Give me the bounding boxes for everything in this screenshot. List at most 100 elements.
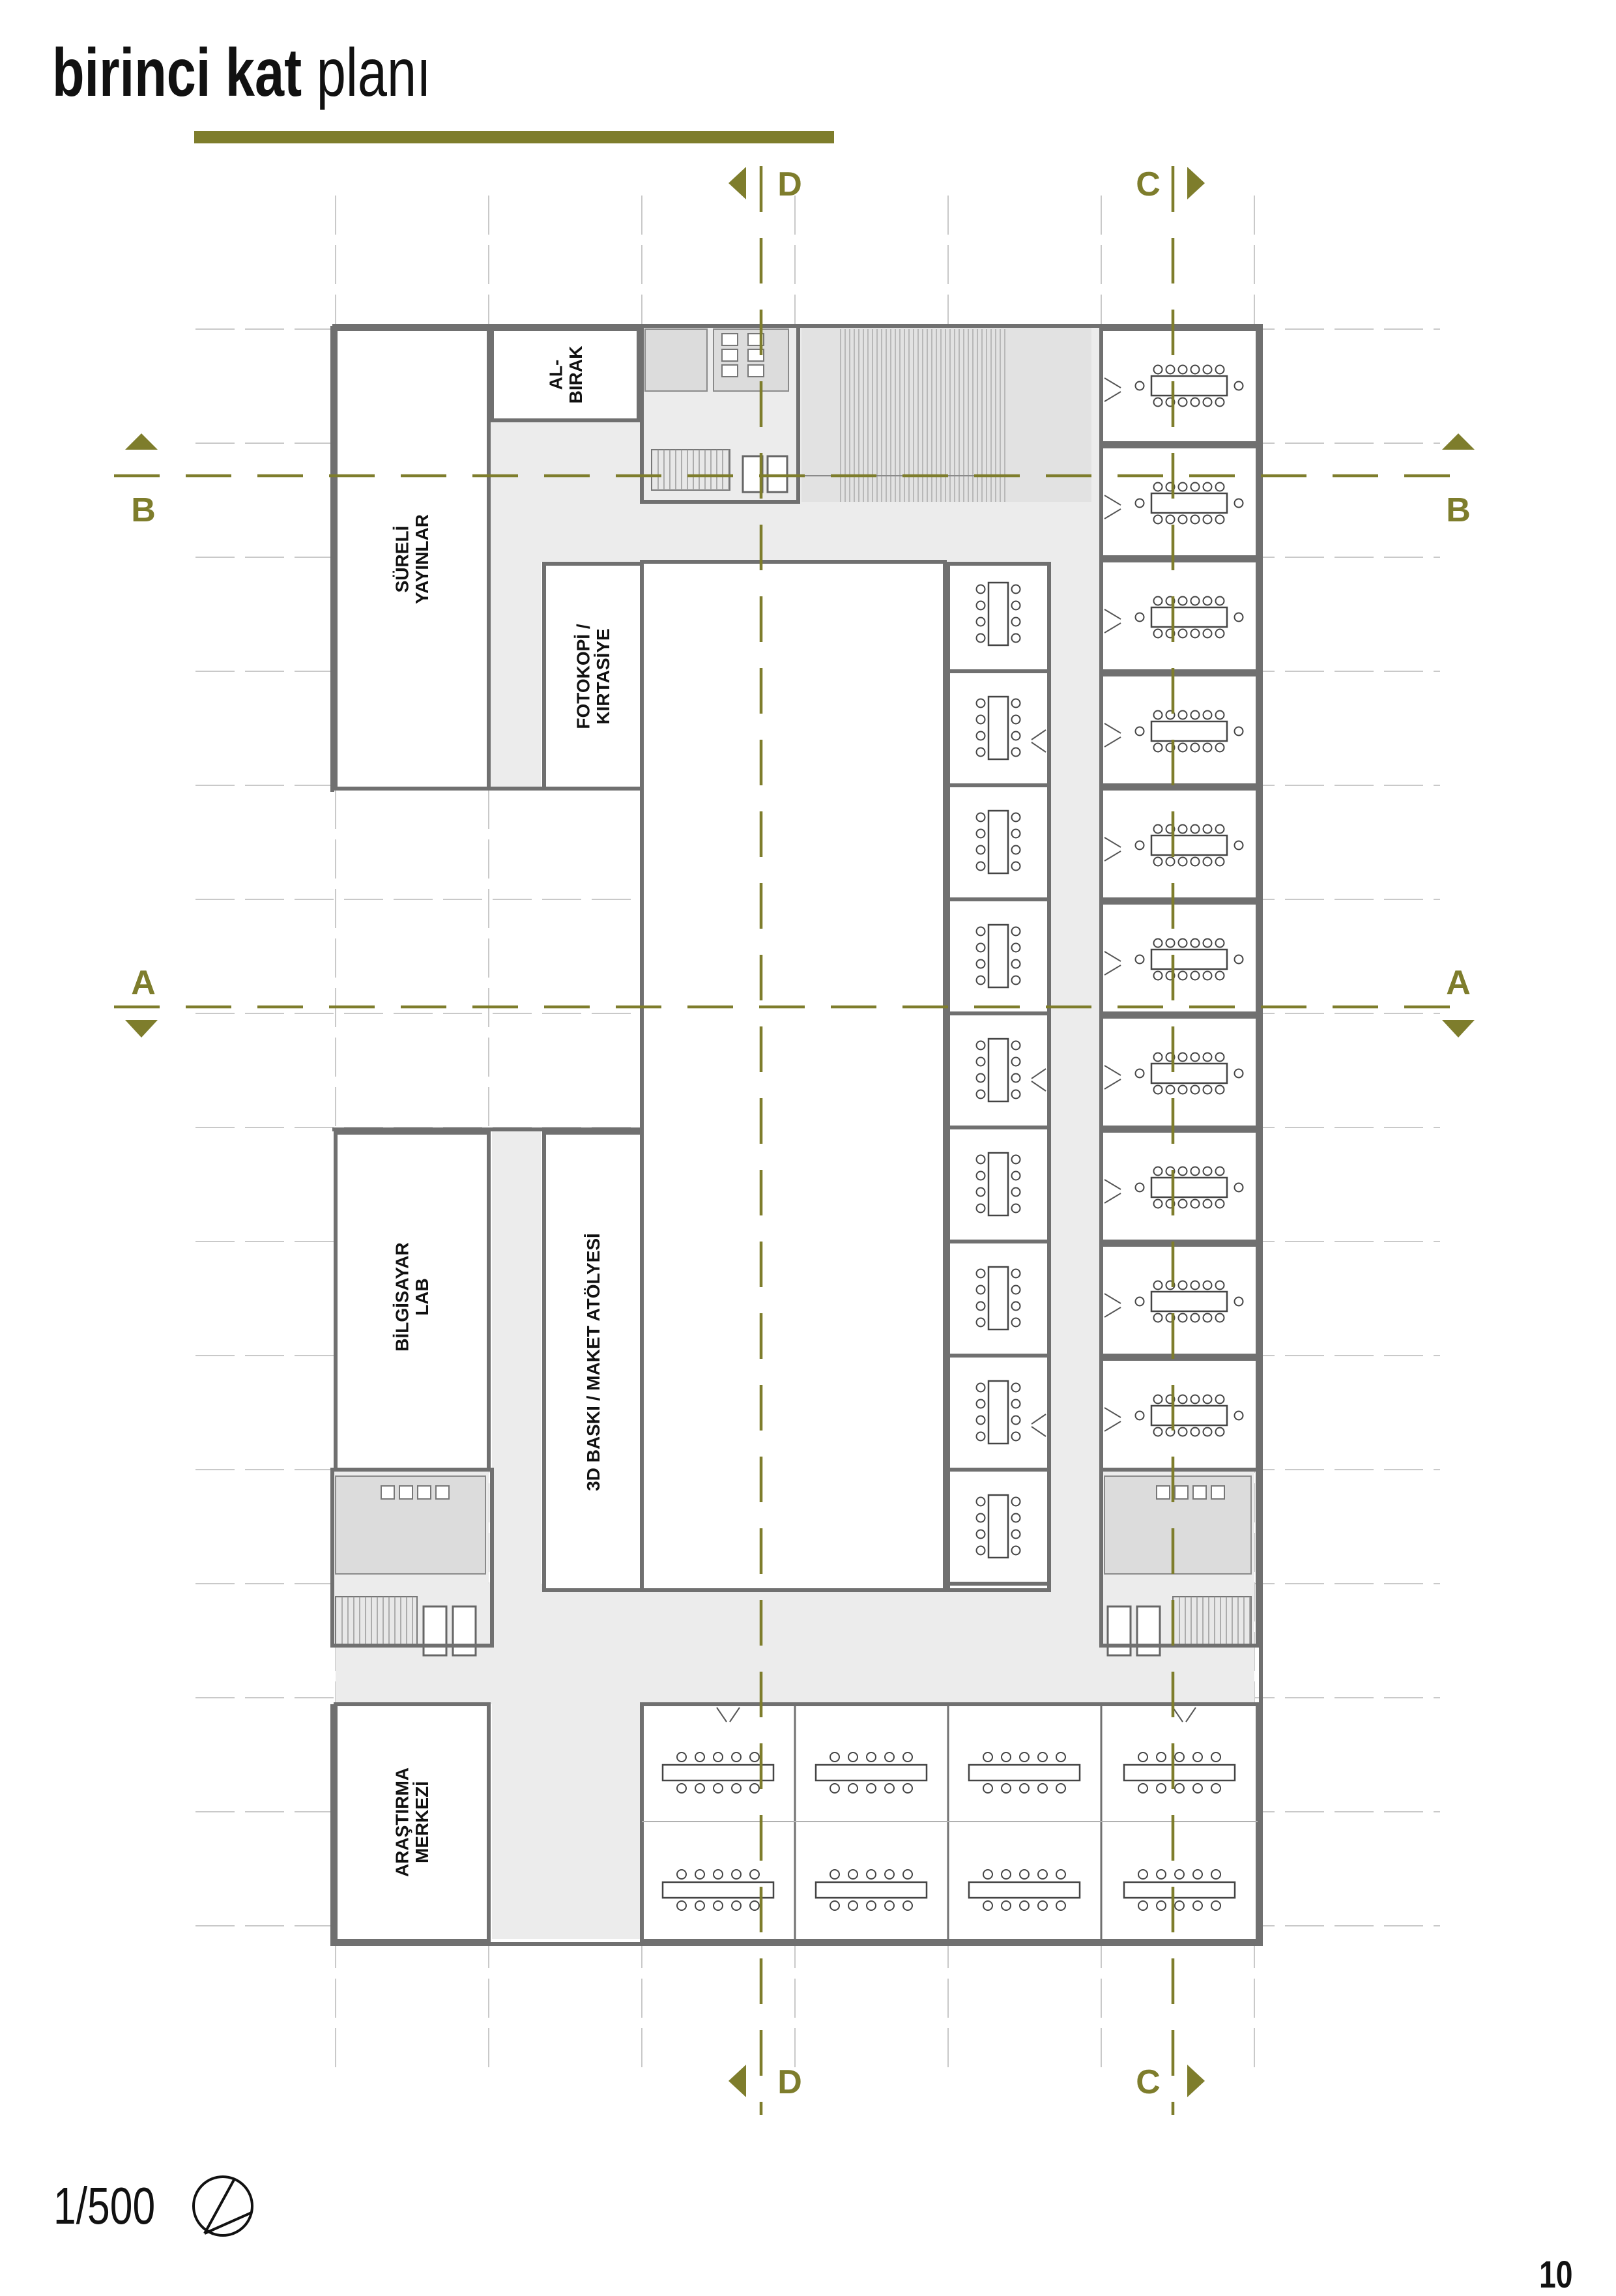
chair <box>1234 381 1244 391</box>
chair <box>1215 856 1225 867</box>
chair <box>983 1869 993 1880</box>
door-swing <box>1104 377 1121 402</box>
chair <box>830 1783 840 1794</box>
lift-car <box>742 455 764 493</box>
chair <box>1011 845 1021 855</box>
chair <box>1134 726 1145 736</box>
chair <box>975 1056 986 1067</box>
chair <box>1215 628 1225 639</box>
chair <box>1153 1280 1163 1290</box>
chair <box>1156 1900 1166 1911</box>
chair <box>1153 596 1163 606</box>
chair <box>1192 1752 1203 1762</box>
toilet-fixture <box>435 1485 450 1500</box>
chair <box>1211 1783 1221 1794</box>
chair <box>1202 397 1213 407</box>
chair <box>749 1783 760 1794</box>
chair <box>1153 482 1163 492</box>
chair <box>1011 714 1021 725</box>
chair <box>1138 1900 1148 1911</box>
chair <box>676 1869 687 1880</box>
chair <box>1190 1199 1200 1209</box>
chair <box>1153 856 1163 867</box>
door-swing <box>1104 1407 1121 1432</box>
room-sureli-yayinlar <box>334 327 491 791</box>
chair <box>1202 970 1213 981</box>
chair <box>1019 1783 1030 1794</box>
chair <box>676 1900 687 1911</box>
chair <box>1011 1301 1021 1311</box>
chair <box>975 1170 986 1181</box>
chair <box>902 1900 913 1911</box>
chair <box>1215 514 1225 525</box>
chair <box>1011 731 1021 741</box>
chair <box>1134 498 1145 508</box>
chair <box>975 861 986 871</box>
room-label-fotokopi: FOTOKOPİ /KIRTASİYE <box>573 624 613 729</box>
chair <box>866 1869 876 1880</box>
studio-desk <box>987 923 1009 989</box>
studio-desk <box>987 1038 1009 1103</box>
sheet-title-light: planı <box>316 35 431 111</box>
chair <box>1037 1783 1048 1794</box>
chair <box>1202 1427 1213 1437</box>
toilet-fixture <box>1156 1485 1170 1500</box>
chair <box>1174 1900 1185 1911</box>
chair <box>1177 514 1188 525</box>
chair <box>1177 1280 1188 1290</box>
toilet-fixture <box>1211 1485 1225 1500</box>
chair <box>731 1869 742 1880</box>
room-label-line: BIRAK <box>566 346 586 404</box>
toilet-fixture <box>399 1485 413 1500</box>
chair <box>1011 600 1021 611</box>
chair <box>975 1187 986 1197</box>
chair <box>975 1040 986 1051</box>
chair <box>866 1900 876 1911</box>
chair <box>975 959 986 969</box>
chair <box>1011 617 1021 627</box>
chair <box>1190 628 1200 639</box>
chair <box>1202 742 1213 753</box>
north-arrow-icon <box>192 2175 253 2237</box>
door-swing <box>1104 837 1121 862</box>
section-label-c-top: C <box>1136 166 1161 203</box>
chair <box>1202 482 1213 492</box>
chair <box>1202 1280 1213 1290</box>
room-label-line: KIRTASİYE <box>593 628 613 724</box>
chair <box>713 1900 723 1911</box>
reading-table <box>1123 1764 1236 1782</box>
room-label-line: FOTOKOPİ / <box>573 624 593 729</box>
chair <box>1153 742 1163 753</box>
chair <box>975 1203 986 1213</box>
chair <box>866 1752 876 1762</box>
chair <box>1011 1187 1021 1197</box>
chair <box>1177 710 1188 720</box>
chair <box>1134 612 1145 622</box>
chair <box>749 1752 760 1762</box>
chair <box>1134 1296 1145 1307</box>
chair <box>1215 482 1225 492</box>
chair <box>902 1752 913 1762</box>
chair <box>1234 1410 1244 1421</box>
chair <box>975 1399 986 1409</box>
chair <box>1165 938 1176 948</box>
chair <box>1134 954 1145 965</box>
core-west-frame <box>330 1468 494 1648</box>
chair <box>1134 1182 1145 1193</box>
chair <box>1177 1166 1188 1176</box>
chair <box>1177 824 1188 834</box>
toilet-fixture <box>721 364 738 377</box>
chair <box>1165 364 1176 375</box>
room-bilgisayar-lab <box>334 1131 491 1472</box>
room-label-line: SÜRELİ <box>392 526 412 593</box>
door-swing <box>716 1707 1196 1722</box>
chair <box>1215 397 1225 407</box>
chair <box>1011 1317 1021 1328</box>
chair <box>975 828 986 839</box>
room-label-line: MERKEZİ <box>412 1781 432 1863</box>
chair <box>1177 1052 1188 1062</box>
section-label-c-bottom: C <box>1136 2063 1161 2101</box>
meeting-table <box>1150 1290 1228 1313</box>
chair <box>1234 1296 1244 1307</box>
